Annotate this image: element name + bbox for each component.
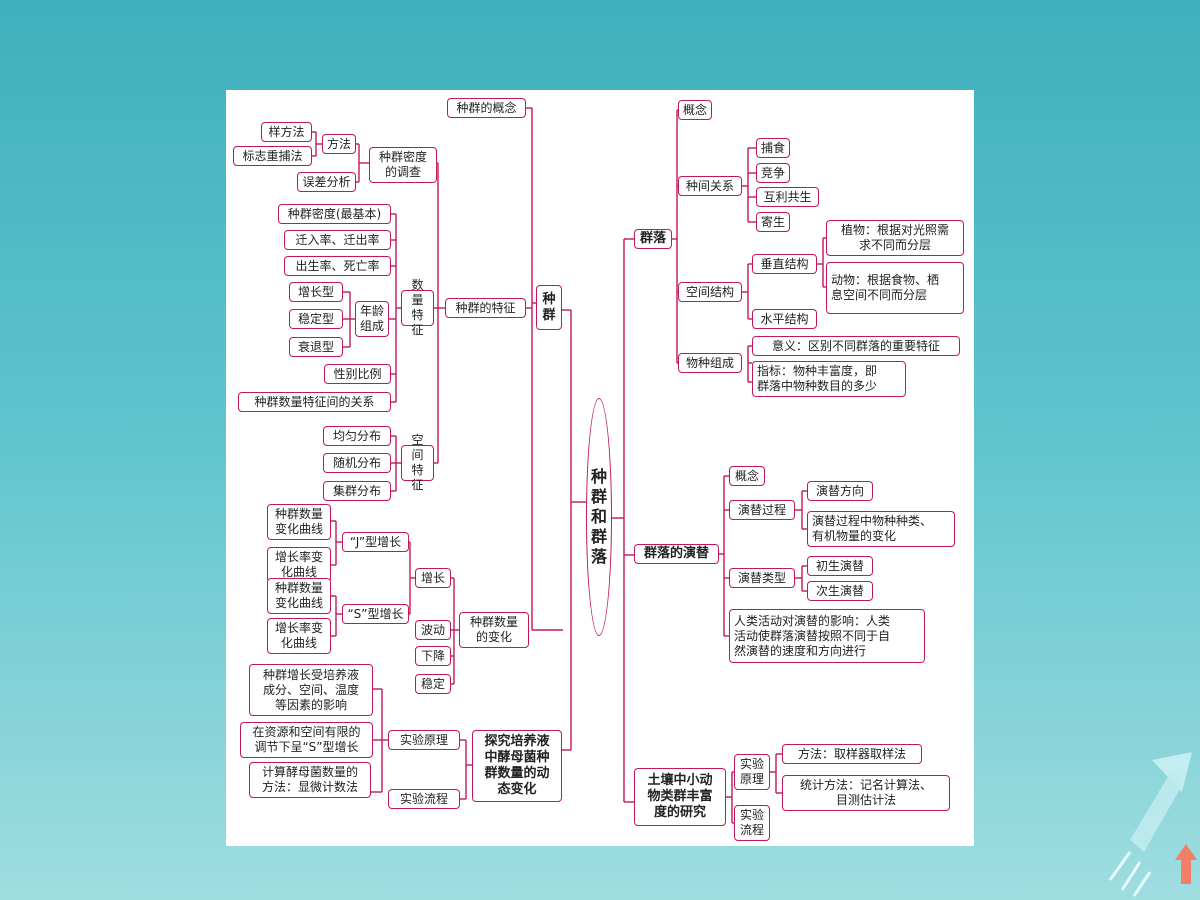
j-type-growth: “J”型增长 — [342, 532, 409, 552]
soil-animals-branch: 土壤中小动 物类群丰富 度的研究 — [634, 768, 726, 826]
yeast-principle-factors: 种群增长受培养液 成分、空间、温度 等因素的影响 — [249, 664, 373, 716]
growth-type: 增长型 — [289, 282, 343, 302]
soil-procedure: 实验 流程 — [734, 805, 770, 841]
soil-sampling-method: 方法：取样器取样法 — [782, 744, 922, 764]
succession-concept: 概念 — [729, 466, 765, 486]
clumped-distribution: 集群分布 — [323, 481, 391, 501]
human-impact: 人类活动对演替的影响：人类 活动使群落演替按照不同于自 然演替的速度和方向进行 — [729, 609, 925, 663]
quadrat-method: 样方法 — [261, 122, 312, 142]
fluctuation-node: 波动 — [415, 620, 451, 640]
quantity-feature-relation: 种群数量特征间的关系 — [238, 392, 391, 412]
population-concept: 种群的概念 — [447, 98, 526, 118]
vertical-structure: 垂直结构 — [752, 254, 817, 274]
vertical-animals: 动物：根据食物、栖 息空间不同而分层 — [826, 262, 964, 314]
mutualism: 互利共生 — [756, 187, 819, 207]
stable-type: 稳定型 — [289, 309, 343, 329]
spatial-structure: 空间结构 — [678, 282, 742, 302]
s-type-growth: “S”型增长 — [342, 604, 409, 624]
predation: 捕食 — [756, 138, 790, 158]
quantity-change: 种群数量 的变化 — [459, 612, 529, 648]
species-composition: 物种组成 — [678, 353, 742, 373]
succession-types: 演替类型 — [729, 568, 795, 588]
soil-principle: 实验 原理 — [734, 754, 770, 790]
species-index: 指标：物种丰富度，即 群落中物种数目的多少 — [752, 361, 906, 397]
decline-node: 下降 — [415, 646, 451, 666]
yeast-experiment-branch: 探究培养液 中酵母菌种 群数量的动 态变化 — [472, 730, 562, 802]
succession-branch: 群落的演替 — [634, 544, 719, 564]
birth-death-rate: 出生率、死亡率 — [284, 256, 391, 276]
decline-type: 衰退型 — [289, 337, 343, 357]
density-survey: 种群密度 的调查 — [369, 147, 437, 183]
vertical-plants: 植物：根据对光照需 求不同而分层 — [826, 220, 964, 256]
j-population-curve: 种群数量 变化曲线 — [267, 504, 331, 540]
stable-node: 稳定 — [415, 674, 451, 694]
succession-process: 演替过程 — [729, 500, 795, 520]
growth-node: 增长 — [415, 568, 451, 588]
competition: 竞争 — [756, 163, 790, 183]
horizontal-structure: 水平结构 — [752, 309, 817, 329]
root-topic: 种 群 和 群 落 — [586, 398, 612, 636]
yeast-principle: 实验原理 — [388, 730, 460, 750]
connector-lines — [312, 107, 826, 824]
random-distribution: 随机分布 — [323, 453, 391, 473]
secondary-succession: 次生演替 — [807, 581, 873, 601]
uniform-distribution: 均匀分布 — [323, 426, 391, 446]
survey-method: 方法 — [322, 134, 356, 154]
community-concept: 概念 — [678, 100, 712, 120]
sex-ratio: 性别比例 — [324, 364, 391, 384]
interspecific-relations: 种间关系 — [678, 176, 742, 196]
population-branch: 种 群 — [536, 285, 562, 330]
migration-rate: 迁入率、迁出率 — [284, 230, 391, 250]
age-structure: 年龄 组成 — [355, 301, 389, 337]
s-population-curve: 种群数量 变化曲线 — [267, 578, 331, 614]
succession-direction: 演替方向 — [807, 481, 873, 501]
yeast-procedure: 实验流程 — [388, 789, 460, 809]
mark-recapture-method: 标志重捕法 — [233, 146, 312, 166]
yeast-principle-s-growth: 在资源和空间有限的 调节下呈“S”型增长 — [240, 722, 373, 758]
spatial-features: 空间 特征 — [401, 433, 434, 492]
yeast-principle-counting: 计算酵母菌数量的 方法：显微计数法 — [249, 762, 371, 798]
species-meaning: 意义：区别不同群落的重要特征 — [752, 336, 960, 356]
quantity-features: 数量 特征 — [401, 278, 434, 337]
primary-succession: 初生演替 — [807, 556, 873, 576]
community-branch: 群落 — [634, 229, 672, 249]
population-features: 种群的特征 — [445, 298, 526, 318]
density-basic: 种群密度(最基本) — [278, 204, 391, 224]
j-growth-rate-curve: 增长率变 化曲线 — [267, 547, 331, 583]
error-analysis: 误差分析 — [297, 172, 356, 192]
s-growth-rate-curve: 增长率变 化曲线 — [267, 618, 331, 654]
mind-map-sheet: 种 群 和 群 落 种 群 种群的概念 种群的特征 种群密度 的调查 方法 样方… — [226, 90, 974, 846]
soil-statistics-method: 统计方法：记名计算法、 目测估计法 — [782, 775, 950, 811]
succession-species-change: 演替过程中物种种类、 有机物量的变化 — [807, 511, 955, 547]
decorative-arrow-icon — [1108, 752, 1197, 897]
parasitism: 寄生 — [756, 212, 790, 232]
